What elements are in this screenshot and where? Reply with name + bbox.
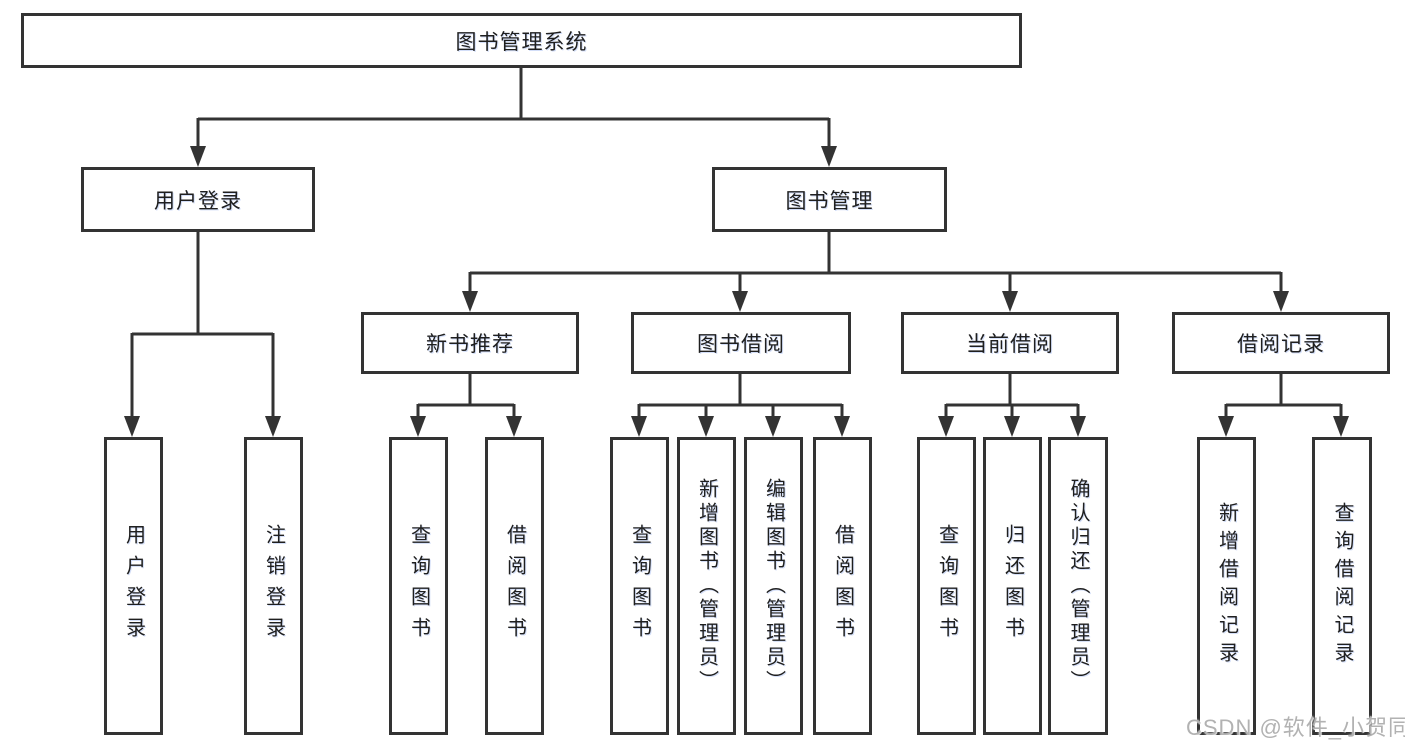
leaf-borrow-books: 借阅图书 [813,437,872,735]
leaf-add-borrow-record: 新增借阅记录 [1197,437,1256,735]
watermark: CSDN @软件_小贺同学 [1186,715,1405,740]
leaf-edit-book-admin: 编辑图书（管理员） [744,437,803,735]
node-user-login: 用户登录 [81,167,315,232]
node-borrow-records: 借阅记录 [1172,312,1390,374]
arrowhead-group [124,146,1349,437]
leaf-user-login: 用户登录 [104,437,163,735]
leaf-add-book-admin: 新增图书（管理员） [677,437,736,735]
leaf-query-books-recommend: 查询图书 [389,437,448,735]
node-book-management: 图书管理 [712,167,947,232]
node-current-borrow: 当前借阅 [901,312,1119,374]
leaf-query-borrow-record: 查询借阅记录 [1312,437,1372,735]
leaf-query-books-borrow: 查询图书 [610,437,669,735]
node-book-borrow: 图书借阅 [631,312,851,374]
leaf-return-books: 归还图书 [983,437,1042,735]
leaf-borrow-books-recommend: 借阅图书 [485,437,544,735]
leaf-logout: 注销登录 [244,437,303,735]
node-library-system: 图书管理系统 [21,13,1022,68]
node-new-book-recommend: 新书推荐 [361,312,579,374]
leaf-confirm-return-admin: 确认归还（管理员） [1048,437,1108,735]
leaf-query-books-current: 查询图书 [917,437,976,735]
